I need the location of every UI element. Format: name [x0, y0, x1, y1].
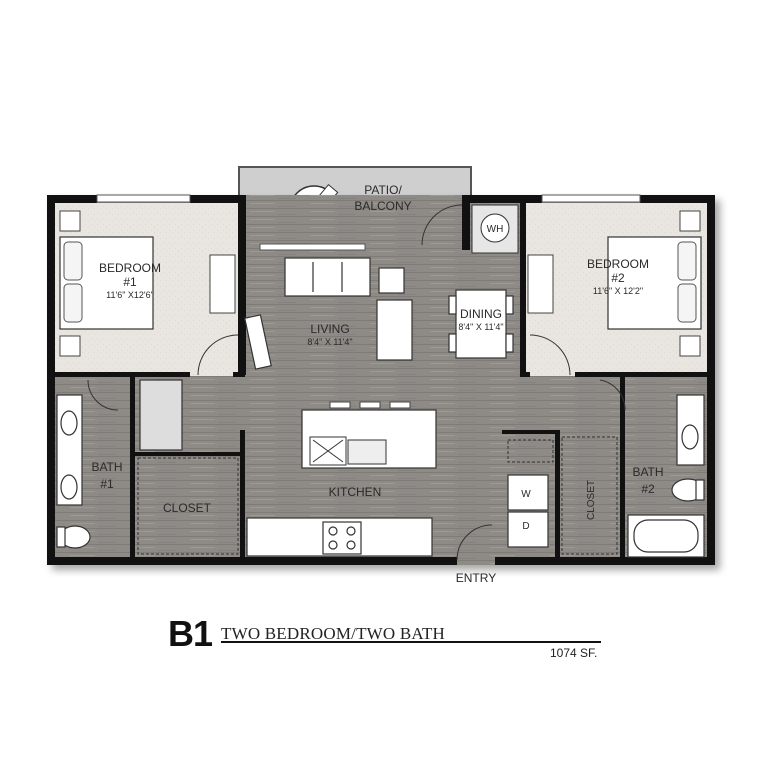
bedroom-2-label: BEDROOM	[587, 257, 649, 271]
water-heater-closet	[471, 204, 519, 254]
bath-2-fixtures	[627, 394, 705, 558]
bedroom-2-dims: 11'6" X 12'2"	[593, 286, 643, 296]
title-rule	[221, 641, 601, 643]
bath-1-label: BATH	[91, 460, 122, 474]
bath-2-number: #2	[641, 482, 655, 496]
windows	[96, 194, 641, 251]
dining-dims: 8'4" X 11'4"	[458, 322, 503, 332]
water-heater-label: WH	[487, 224, 504, 235]
patio-label-line-1: PATIO/	[364, 183, 402, 197]
bed-1	[59, 210, 236, 357]
bath-1-number: #1	[100, 477, 114, 491]
bed-2	[527, 210, 702, 357]
dining-label: DINING	[460, 307, 502, 321]
unit-area: 1074 SF.	[550, 646, 598, 660]
closet-1-label: CLOSET	[163, 501, 212, 515]
dryer-label: D	[522, 521, 529, 532]
kitchen-counter	[246, 517, 433, 557]
living-label: LIVING	[310, 322, 349, 336]
washer-dryer	[507, 474, 549, 548]
bedroom-1-number: #1	[123, 275, 137, 289]
bedroom-2-number: #2	[611, 271, 625, 285]
unit-type: TWO BEDROOM/TWO BATH	[221, 624, 446, 643]
closet-2-label: CLOSET	[586, 480, 597, 520]
bath-2-label: BATH	[632, 465, 663, 479]
bedroom-1-label: BEDROOM	[99, 261, 161, 275]
dining-table	[448, 289, 514, 359]
washer-label: W	[521, 489, 531, 500]
kitchen-label: KITCHEN	[329, 485, 382, 499]
bedroom-1-dims: 11'6" X12'6"	[106, 290, 154, 300]
closets	[137, 436, 618, 555]
bath-1-fixtures	[56, 379, 183, 549]
patio-label-line-2: BALCONY	[354, 199, 411, 213]
kitchen-sink	[347, 439, 387, 465]
living-furniture	[244, 257, 413, 370]
entry-label: ENTRY	[456, 571, 496, 585]
water-heater-icon	[480, 213, 510, 243]
living-dims: 8'4" X 11'4"	[307, 337, 352, 347]
kitchen-island	[301, 401, 437, 469]
door-swings	[87, 204, 626, 561]
walls	[47, 195, 715, 565]
unit-code: B1	[168, 613, 213, 654]
